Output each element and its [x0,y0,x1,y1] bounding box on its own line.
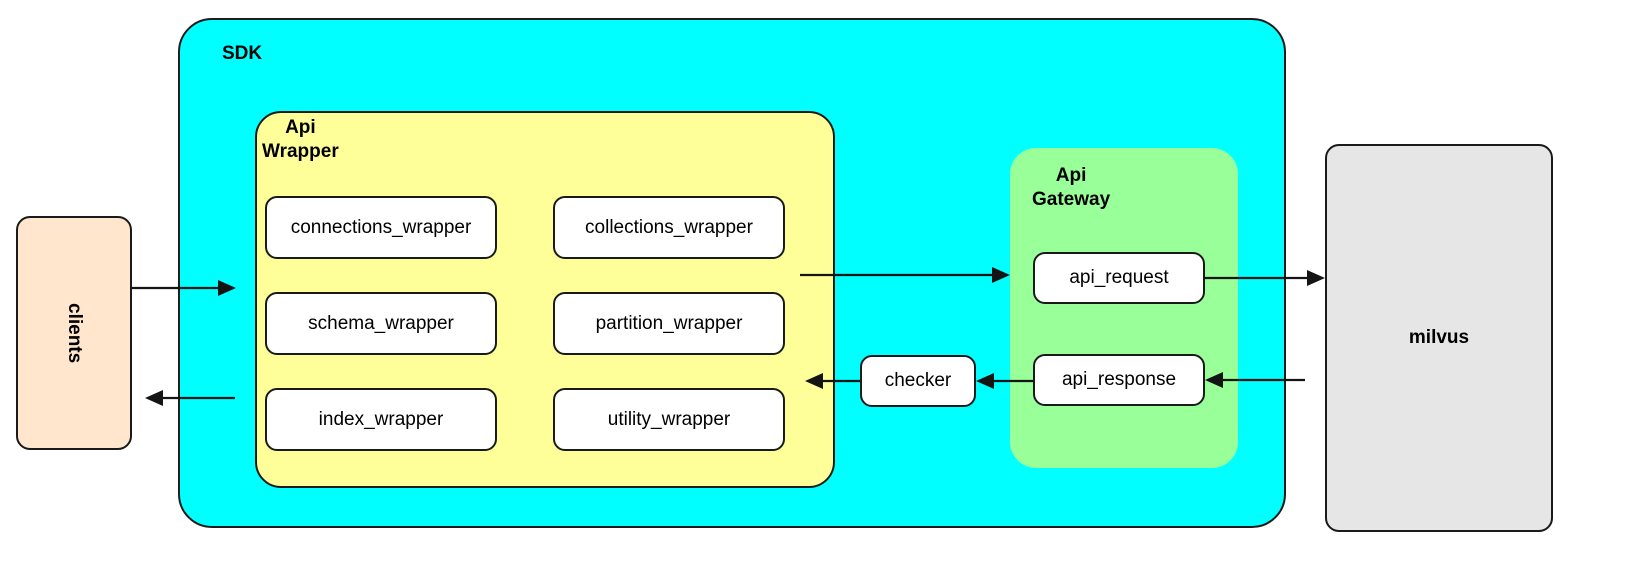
group-api-gateway [1010,148,1238,468]
node-milvus-label: milvus [1408,327,1470,348]
node-utility-wrapper[interactable]: utility_wrapper [553,388,785,451]
group-api-wrapper-label: Api Wrapper [262,117,339,162]
node-index-wrapper-label: index_wrapper [318,408,444,430]
node-checker-label: checker [884,370,952,391]
edge-clients-to-api-wrapper [132,280,236,296]
node-clients-label: clients [64,302,85,364]
edge-checker-to-api-wrapper [805,373,860,389]
edge-api-response-to-checker [976,373,1033,389]
node-clients[interactable]: clients [16,216,132,450]
node-api-request[interactable]: api_request [1033,252,1205,304]
node-collections-wrapper[interactable]: collections_wrapper [553,196,785,259]
node-schema-wrapper[interactable]: schema_wrapper [265,292,497,355]
node-schema-wrapper-label: schema_wrapper [308,312,454,334]
group-api-gateway-label: Api Gateway [1032,165,1111,210]
edge-api-wrapper-to-api-gateway [800,267,1010,283]
node-index-wrapper[interactable]: index_wrapper [265,388,497,451]
node-milvus[interactable]: milvus [1325,144,1553,532]
node-connections-wrapper-label: connections_wrapper [290,216,472,238]
node-collections-wrapper-label: collections_wrapper [585,216,753,238]
node-partition-wrapper-label: partition_wrapper [595,312,743,334]
node-api-response[interactable]: api_response [1033,354,1205,406]
edge-milvus-to-api-response [1205,372,1305,388]
group-sdk-label: SDK [222,43,263,64]
node-checker[interactable]: checker [860,355,976,407]
node-connections-wrapper[interactable]: connections_wrapper [265,196,497,259]
node-partition-wrapper[interactable]: partition_wrapper [553,292,785,355]
node-utility-wrapper-label: utility_wrapper [607,408,731,430]
node-api-request-label: api_request [1069,267,1169,288]
edge-api-request-to-milvus [1205,270,1325,286]
node-api-response-label: api_response [1061,369,1177,390]
edge-api-wrapper-to-clients [145,390,235,406]
